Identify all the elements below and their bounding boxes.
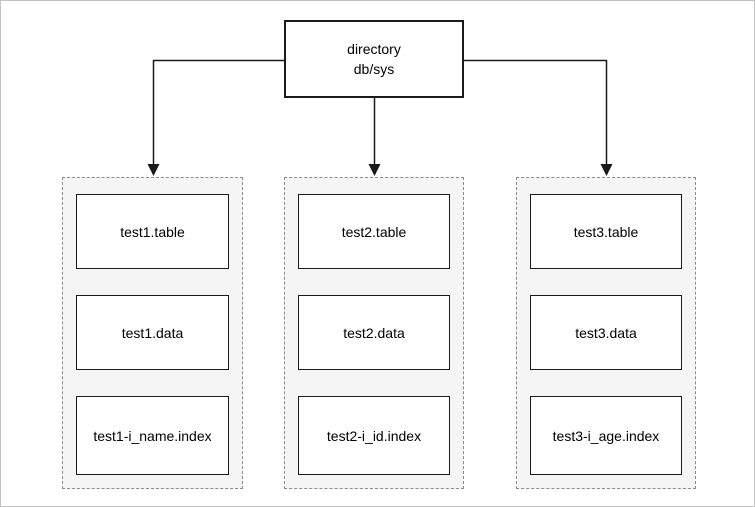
file-node-test3-data: test3.data xyxy=(530,295,682,370)
file-node-test2-index: test2-i_id.index xyxy=(298,396,450,475)
edge-directory-to-test2 xyxy=(368,98,381,176)
file-node-test1-index: test1-i_name.index xyxy=(76,396,229,475)
file-node-test1-data: test1.data xyxy=(76,295,229,370)
edge-directory-to-test3 xyxy=(464,59,613,176)
file-node-test1-table: test1.table xyxy=(76,194,229,269)
file-node-test3-table: test3.table xyxy=(530,194,682,269)
group-test3: test3.table test3.data test3-i_age.index xyxy=(516,177,696,489)
file-node-test2-table: test2.table xyxy=(298,194,450,269)
file-node-test2-data: test2.data xyxy=(298,295,450,370)
edge-directory-to-test1 xyxy=(147,59,284,176)
group-test2: test2.table test2.data test2-i_id.index xyxy=(284,177,464,489)
file-node-test3-index: test3-i_age.index xyxy=(530,396,682,475)
directory-node-title: directory xyxy=(347,41,401,57)
directory-node-path: db/sys xyxy=(353,61,395,77)
directory-node: directory db/sys xyxy=(284,20,464,98)
group-test1: test1.table test1.data test1-i_name.inde… xyxy=(62,177,243,489)
